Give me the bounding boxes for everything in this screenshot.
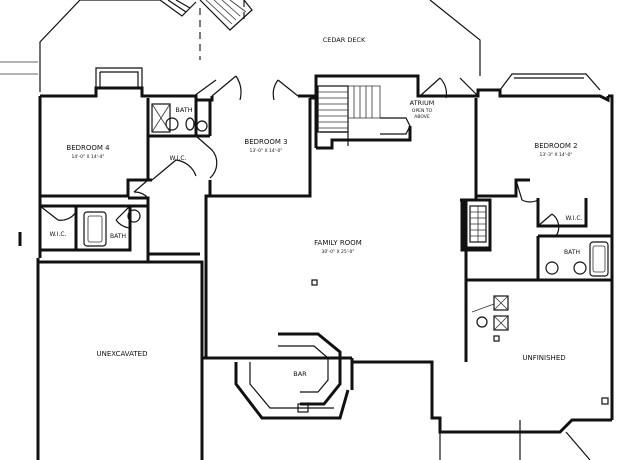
family-room-label: FAMILY ROOM: [314, 239, 362, 247]
sink-icon: [151, 103, 559, 275]
wic-left-top-label: W.I.C.: [170, 155, 187, 162]
bedroom2-size: 13'-3" X 14'-0": [540, 152, 573, 158]
bath-right-label: BATH: [564, 249, 580, 256]
stair-icon: [317, 85, 411, 146]
bath-left-label: BATH: [110, 233, 126, 240]
atrium-note-1: OPEN TO: [412, 108, 433, 114]
bedroom4-size: 14'-0" X 14'-4": [72, 154, 105, 160]
exterior-walls: [36, 74, 614, 460]
unexcavated-label: UNEXCAVATED: [97, 350, 148, 358]
bedroom3-size: 13'-0" X 14'-0": [250, 148, 283, 154]
wic-right-label: W.I.C.: [566, 215, 583, 222]
bay-windows: [95, 67, 601, 460]
bedroom2-label: BEDROOM 2: [534, 142, 577, 150]
deck-stair-icon: [159, 0, 253, 31]
door-swings: [39, 75, 560, 237]
floor-drain: [311, 279, 318, 286]
bar-label: BAR: [293, 370, 307, 378]
bedroom4-label: BEDROOM 4: [66, 144, 110, 152]
furnace-icon: [471, 295, 609, 405]
atrium-note-2: ABOVE: [414, 114, 430, 120]
bedroom3-label: BEDROOM 3: [244, 138, 287, 146]
fireplace-icon: [462, 198, 492, 250]
atrium-label: ATRIUM: [410, 99, 435, 107]
cedar-deck-outline: [0, 0, 481, 92]
family-room-size: 30'-0" X 25'-0": [322, 249, 355, 255]
cedar-deck-label: CEDAR DECK: [323, 36, 366, 44]
bar-counter: [234, 332, 354, 420]
wic-left-bottom-label: W.I.C.: [50, 231, 67, 238]
tub-icon: [83, 211, 609, 277]
bath-top-label: BATH: [175, 106, 192, 114]
unfinished-label: UNFINISHED: [522, 354, 565, 362]
interior-walls: [40, 96, 612, 362]
toilet-icon: [127, 117, 587, 275]
